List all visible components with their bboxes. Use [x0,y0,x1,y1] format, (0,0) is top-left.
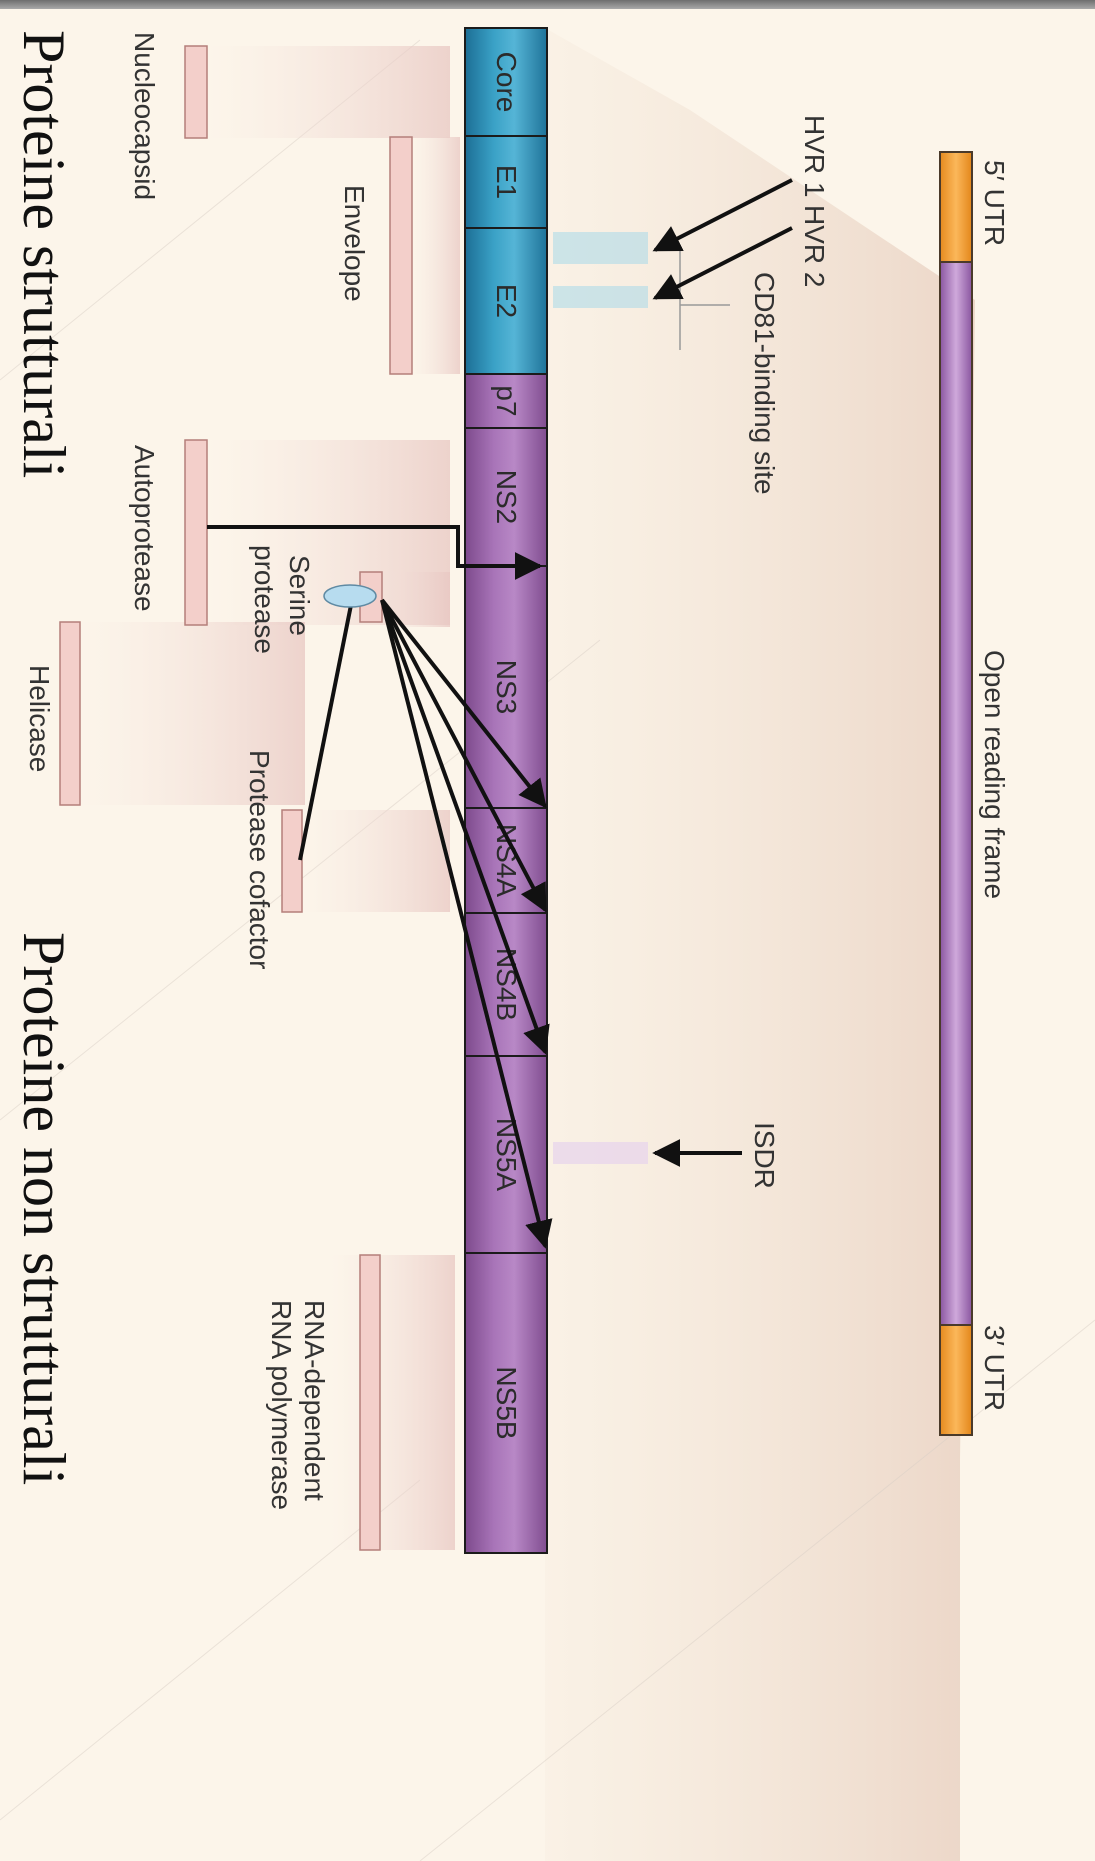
autoprotease-arrow [207,525,543,580]
protease-cofactor-label: Protease cofactor [244,750,275,969]
segment-e1 [464,135,548,229]
rdrp-box [359,1254,381,1551]
utr3-label: 3′ UTR [979,1325,1010,1411]
envelope-box [389,136,413,375]
rdrp-fade [330,1255,455,1550]
helicase-box [59,621,81,806]
rdrp-label-line1: RNA-dependent [299,1300,330,1501]
segment-e2 [464,227,548,375]
segment-label-core: Core [491,52,522,113]
cleavage-arrow-ns5a-ns5b [380,599,553,1249]
segment-ns5b [464,1252,548,1554]
rdrp-label-line2: RNA polymerase [266,1300,297,1510]
orf-label: Open reading frame [979,650,1010,899]
segment-label-ns2: NS2 [491,470,522,524]
protease-complex-icon [323,584,377,608]
nucleocapsid-fade [205,46,450,138]
envelope-label: Envelope [339,185,370,302]
cofactor-link-line [298,599,354,861]
utr5-label: 5′ UTR [979,160,1010,246]
envelope-fade [410,137,460,374]
protease-cofactor-box [281,809,303,913]
segment-label-e2: E2 [491,284,522,318]
segment-label-e1: E1 [491,165,522,199]
serine-label-line2: protease [249,545,280,654]
hvr2-label: HVR 2 [799,205,830,287]
segment-ns2 [464,427,548,567]
window-top-bar [0,0,1095,9]
orf-segment [939,261,973,1326]
segment-label-p7: p7 [491,385,522,416]
serine-protease-arrows [298,598,553,1249]
utr5-segment [939,151,973,263]
serine-label-line1: Serine [284,555,315,636]
segment-label-ns5b: NS5B [491,1366,522,1439]
hvr1-highlight [553,232,648,264]
hvr2-highlight [553,286,648,308]
nucleocapsid-label: Nucleocapsid [129,32,160,200]
isdr-highlight [553,1142,648,1164]
isdr-label: ISDR [749,1122,780,1189]
projection-shading [545,28,975,1861]
segment-ns3 [464,565,548,809]
nucleocapsid-box [184,45,208,139]
structural-proteins-caption: Proteine strutturali [11,30,77,479]
autoprotease-box [184,439,208,626]
cd81-label: CD81-binding site [749,272,780,495]
cleavage-arrow-ns4b-ns5a [380,599,550,1055]
nonstructural-proteins-caption: Proteine non strutturali [11,932,77,1486]
hvr1-label: HVR 1 [799,115,830,197]
segment-p7 [464,373,548,429]
cd81-bracket [679,250,730,350]
segment-core [464,27,548,137]
segment-label-ns4b: NS4B [491,948,522,1021]
helicase-label: Helicase [24,665,55,772]
autoprotease-label: Autoprotease [129,445,160,612]
cofactor-fade [300,810,450,912]
helicase-fade [75,622,305,805]
segment-label-ns3: NS3 [491,660,522,714]
cleavage-arrow-ns4a-ns4b [380,599,547,913]
hvr2-arrow [652,226,793,300]
hvr1-arrow [652,178,793,252]
utr3-segment [939,1324,973,1436]
cleavage-arrow-ns3-ns4a [380,598,547,809]
